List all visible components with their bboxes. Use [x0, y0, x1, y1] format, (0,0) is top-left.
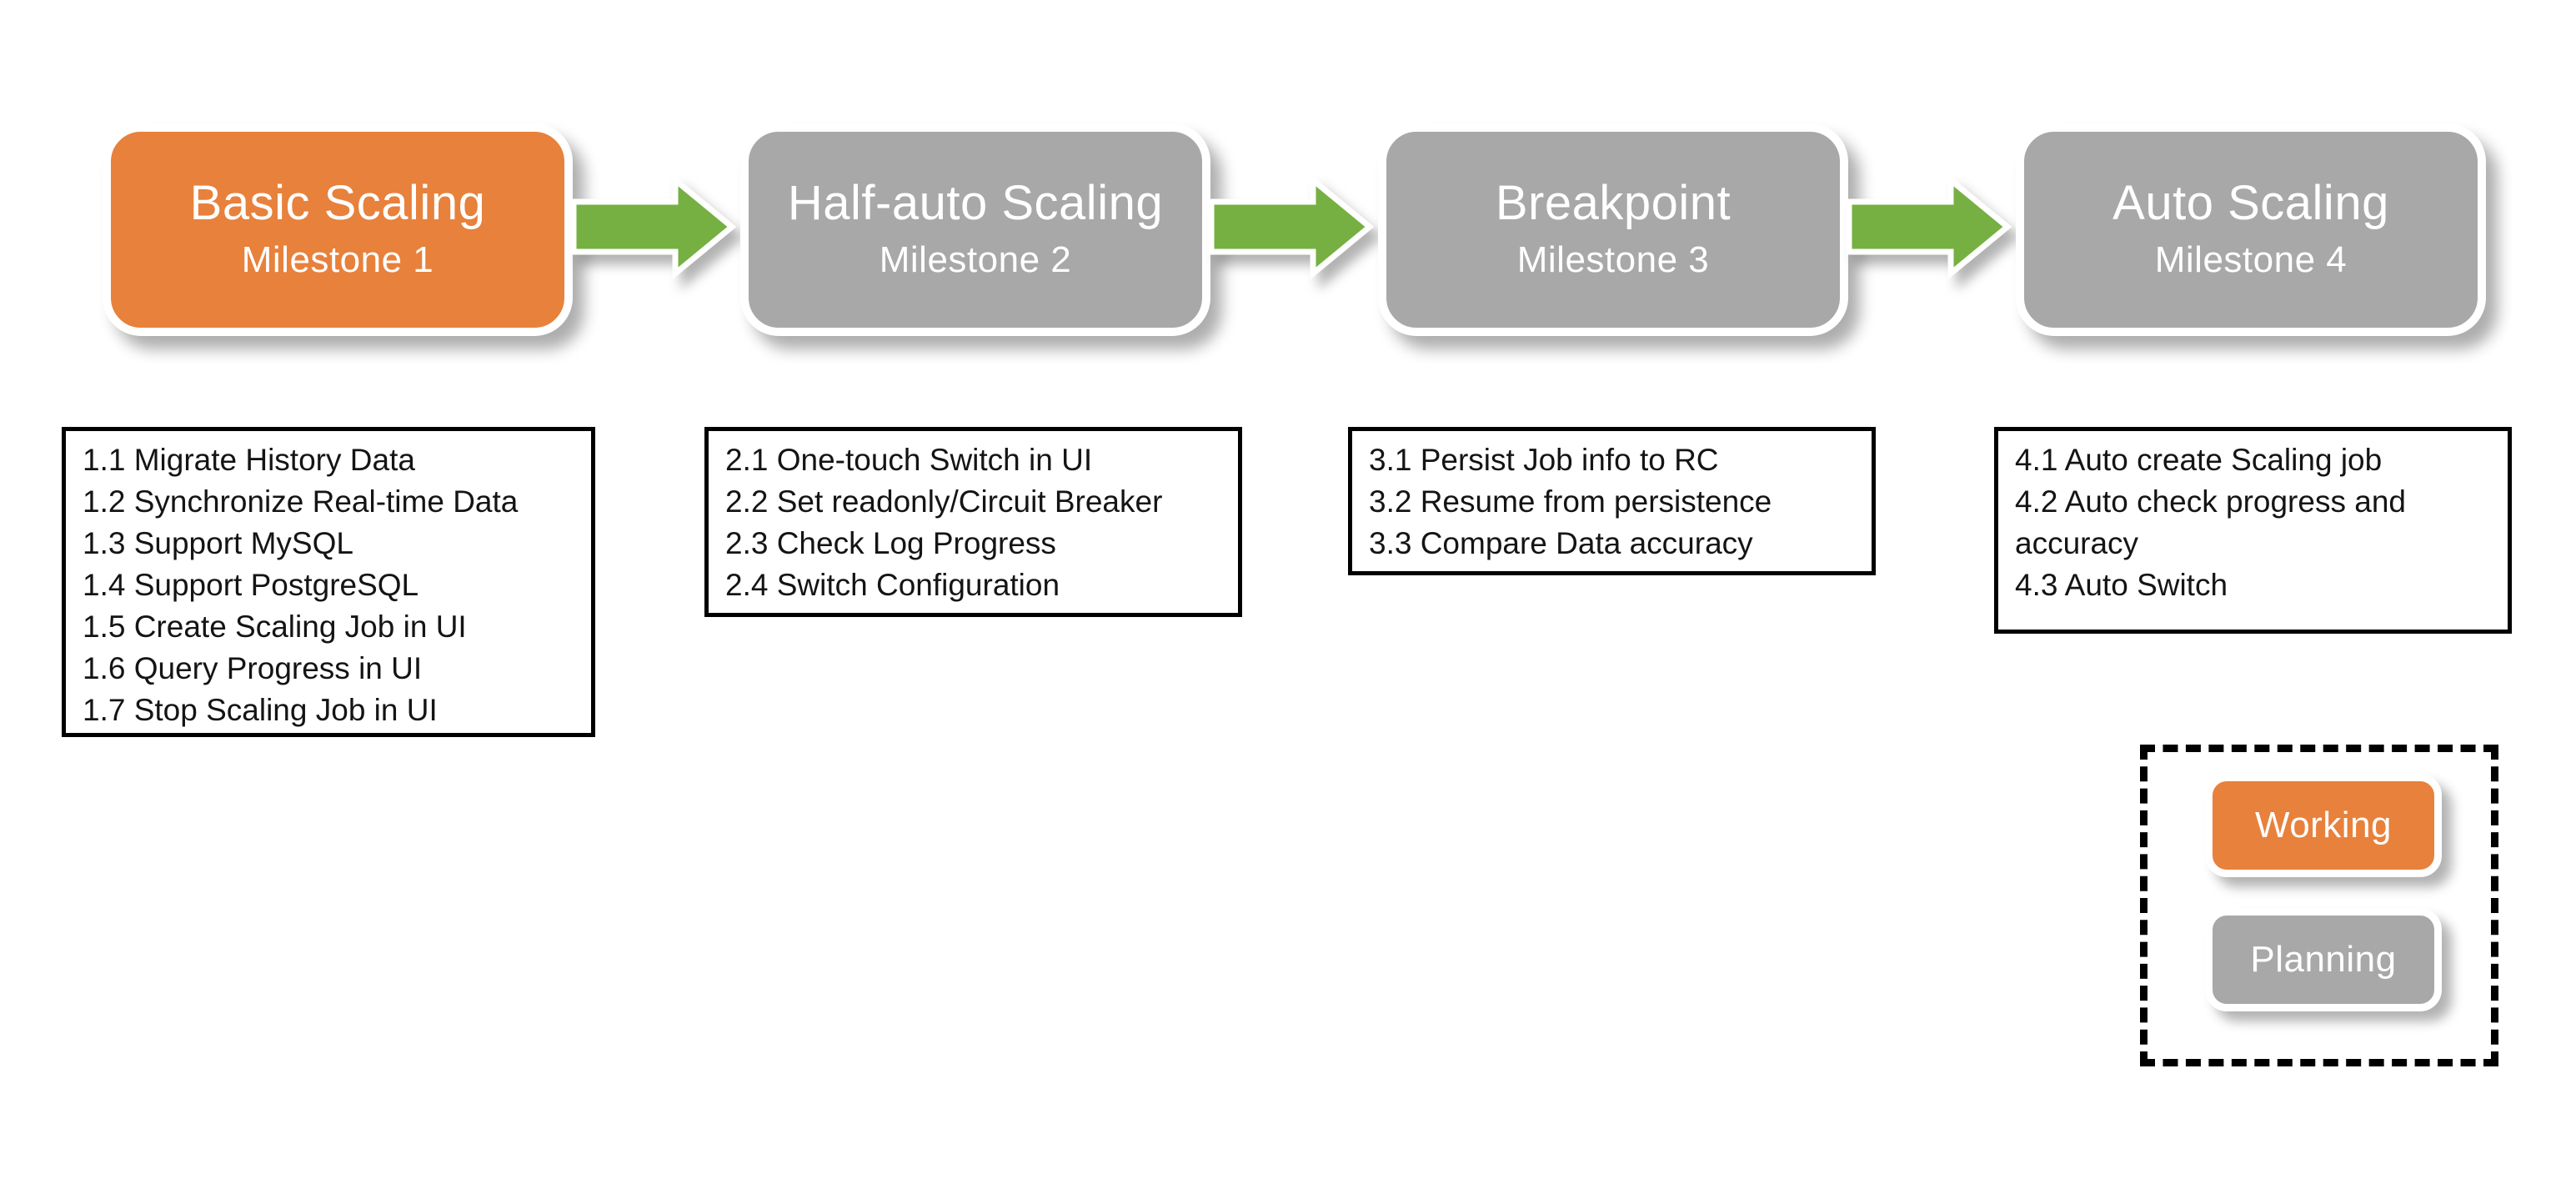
task-item: 2.4 Switch Configuration: [725, 568, 1060, 602]
task-item: 2.3 Check Log Progress: [725, 526, 1056, 560]
task-item: 1.4 Support PostgreSQL: [83, 568, 419, 602]
milestone-4-title: Auto Scaling: [2112, 175, 2389, 230]
milestone-3-subtitle: Milestone 3: [1516, 239, 1710, 281]
arrow-right-icon: [1208, 173, 1375, 280]
legend-planning-chip: Planning: [2205, 908, 2442, 1011]
milestone-3-title: Breakpoint: [1495, 175, 1732, 230]
task-item: 3.2 Resume from persistence: [1369, 484, 1772, 519]
task-item: 1.2 Synchronize Real-time Data: [83, 484, 519, 519]
legend-planning-label: Planning: [2250, 939, 2397, 980]
task-item: 1.5 Create Scaling Job in UI: [83, 610, 467, 644]
task-item: 4.3 Auto Switch: [2015, 568, 2228, 602]
task-item: 3.3 Compare Data accuracy: [1369, 526, 1753, 560]
milestone-4-subtitle: Milestone 4: [2154, 239, 2348, 281]
task-list-milestone-2: 2.1 One-touch Switch in UI 2.2 Set reado…: [704, 427, 1242, 617]
task-list-milestone-4: 4.1 Auto create Scaling job 4.2 Auto che…: [1994, 427, 2512, 634]
milestone-3-breakpoint: Breakpoint Milestone 3: [1378, 123, 1848, 336]
milestone-1-subtitle: Milestone 1: [241, 239, 434, 281]
task-item: 1.1 Migrate History Data: [83, 443, 415, 477]
task-list-milestone-1: 1.1 Migrate History Data 1.2 Synchronize…: [62, 427, 595, 737]
status-legend: Working Planning: [2140, 745, 2498, 1066]
arrow-right-icon: [570, 173, 737, 280]
arrow-right-icon: [1846, 173, 2012, 280]
milestone-1-title: Basic Scaling: [189, 175, 486, 230]
milestone-2-half-auto-scaling: Half-auto Scaling Milestone 2: [740, 123, 1210, 336]
task-item: 4.1 Auto create Scaling job: [2015, 443, 2383, 477]
task-item: 2.2 Set readonly/Circuit Breaker: [725, 484, 1163, 519]
task-item: 2.1 One-touch Switch in UI: [725, 443, 1093, 477]
milestone-2-subtitle: Milestone 2: [879, 239, 1072, 281]
task-list-milestone-3: 3.1 Persist Job info to RC 3.2 Resume fr…: [1348, 427, 1876, 575]
task-item: 4.2 Auto check progress and accuracy: [2015, 484, 2406, 560]
task-item: 1.3 Support MySQL: [83, 526, 353, 560]
milestone-2-title: Half-auto Scaling: [787, 175, 1164, 230]
milestone-4-auto-scaling: Auto Scaling Milestone 4: [2016, 123, 2486, 336]
task-item: 3.1 Persist Job info to RC: [1369, 443, 1719, 477]
task-item: 1.6 Query Progress in UI: [83, 651, 423, 685]
milestone-1-basic-scaling: Basic Scaling Milestone 1: [103, 123, 573, 336]
legend-working-label: Working: [2254, 805, 2393, 845]
task-item: 1.7 Stop Scaling Job in UI: [83, 693, 438, 727]
legend-working-chip: Working: [2205, 774, 2442, 877]
